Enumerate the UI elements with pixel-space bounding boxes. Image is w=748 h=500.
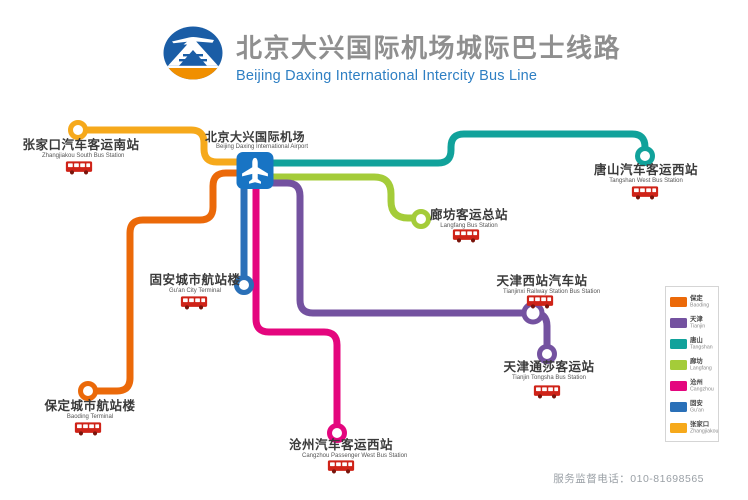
station-marker-cangzhou (327, 423, 347, 443)
legend-color-swatch (670, 359, 687, 370)
page-title: 北京大兴国际机场城际巴士线路 Beijing Daxing Internatio… (236, 28, 636, 84)
route-cangzhou-line (252, 186, 341, 427)
legend-color-swatch (670, 338, 687, 349)
legend-color-swatch (670, 380, 687, 391)
station-label-airport: 北京大兴国际机场 Beijing Daxing International Ai… (204, 130, 309, 150)
station-marker-langfang (411, 209, 431, 229)
bus-icon (326, 459, 356, 474)
station-label-cangzhou: 沧州汽车客运西站 Cangzhou Passenger West Bus Sta… (288, 438, 408, 459)
legend-color-swatch (670, 401, 687, 412)
station-marker-tongsha (537, 344, 557, 364)
station-marker-baoding (78, 381, 98, 401)
bus-icon (532, 384, 562, 399)
station-label-langfang: 廊坊客运总站 Langfang Bus Station (429, 208, 508, 229)
station-label-zhangjiakou: 张家口汽车客运南站 Zhangjiakou South Bus Station (22, 138, 140, 159)
legend-color-swatch (670, 296, 687, 307)
bus-icon (525, 294, 555, 309)
station-marker-guan (234, 275, 254, 295)
legend-color-swatch (670, 422, 687, 433)
airline-logo (163, 26, 223, 80)
service-phone: 服务监督电话：010-81698565 (553, 473, 704, 485)
route-tangshan-line (256, 130, 649, 167)
bus-icon (451, 228, 481, 243)
bus-icon (179, 295, 209, 310)
route-tianjin-line (256, 179, 551, 348)
station-marker-zhangjiakou (68, 120, 88, 140)
bus-icon (64, 160, 94, 175)
route-baoding-line (88, 169, 256, 395)
bus-icon (73, 421, 103, 436)
bus-icon (630, 185, 660, 200)
station-marker-tangshan (635, 146, 655, 166)
station-label-tangshan: 唐山汽车客运西站 Tangshan West Bus Station (593, 163, 698, 184)
station-label-tianjinxi: 天津西站汽车站 Tianjinxi Railway Station Bus St… (496, 274, 601, 295)
title-chinese: 北京大兴国际机场城际巴士线路 (236, 33, 622, 63)
route-zhangjiakou-line (78, 126, 256, 166)
legend-color-swatch (670, 317, 687, 328)
station-label-guan: 固安城市航站楼 Gu'an City Terminal (149, 273, 241, 294)
airport-icon (236, 152, 274, 189)
station-label-tongsha: 天津通莎客运站 Tianjin Tongsha Bus Station (503, 360, 595, 381)
title-english: Beijing Daxing International Intercity B… (236, 68, 538, 84)
route-langfang-line (256, 173, 415, 222)
station-label-baoding: 保定城市航站楼 Baoding Terminal (44, 399, 136, 420)
logo-plane-icon (172, 36, 214, 45)
